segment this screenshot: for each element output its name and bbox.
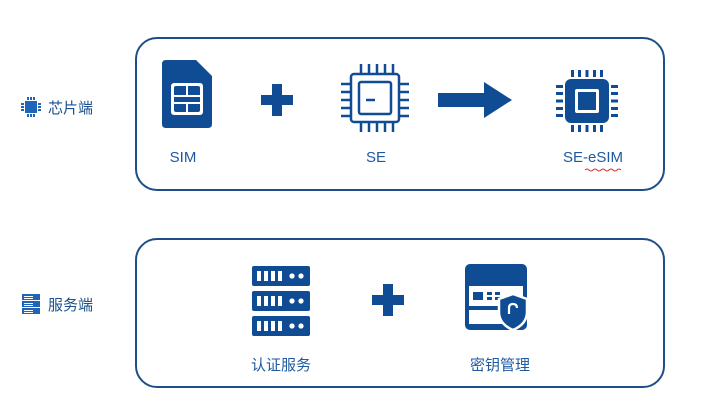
server-small-icon — [20, 293, 42, 315]
chip-small-icon — [20, 96, 42, 118]
sim-card-icon — [162, 60, 212, 128]
se-esim-caption-text: SE-eSIM — [562, 149, 623, 166]
server-side-label: 服务端 — [20, 293, 93, 315]
se-caption: SE — [365, 149, 386, 166]
esim-chip-icon — [556, 70, 618, 132]
arrow-right-icon — [438, 82, 512, 118]
spellcheck-underline — [584, 168, 622, 172]
plus-icon — [372, 284, 404, 316]
plus-icon — [261, 84, 293, 116]
server-side-label-text: 服务端 — [48, 296, 94, 314]
key-management-icon — [465, 264, 529, 332]
chip-side-label-text: 芯片端 — [48, 99, 94, 117]
server-rack-icon — [252, 266, 310, 336]
se-chip-icon — [341, 64, 409, 132]
key-management-caption: 密钥管理 — [469, 357, 530, 374]
auth-service-caption: 认证服务 — [250, 357, 311, 374]
chip-side-label: 芯片端 — [20, 96, 93, 118]
se-esim-caption: SE-eSIM — [548, 149, 638, 166]
sim-caption: SIM — [169, 149, 197, 166]
server-panel — [135, 238, 665, 388]
